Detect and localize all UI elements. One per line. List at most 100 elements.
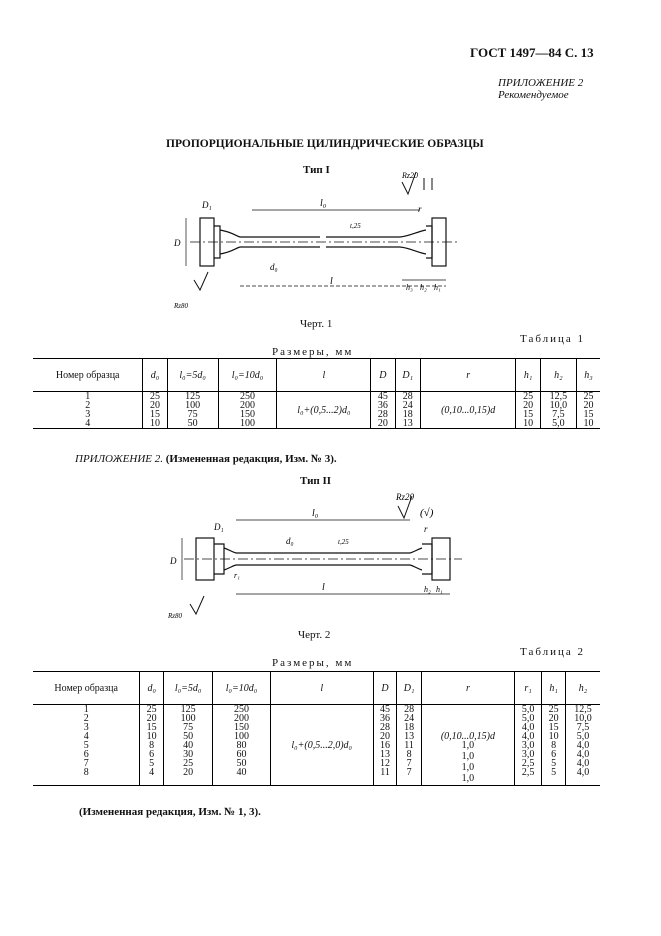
table2-header-5: D bbox=[372, 671, 397, 705]
table1-cell: 15 bbox=[150, 409, 161, 420]
d0-label-2: d₀ bbox=[286, 536, 294, 546]
table2-cell: 5 bbox=[551, 758, 557, 769]
table2-cell: 8 bbox=[551, 740, 557, 751]
table2-cell: 28 bbox=[380, 722, 391, 733]
d0-label: d₀ bbox=[270, 262, 278, 272]
table2-cell: 20 bbox=[146, 713, 157, 724]
table2-header-7: r bbox=[420, 671, 515, 705]
table2-header-2: l₀=5d₀ bbox=[162, 671, 213, 705]
table2-label: Таблица 2 bbox=[520, 646, 586, 658]
table2-cell: 12 bbox=[380, 758, 391, 769]
table2-cell: 7 bbox=[406, 767, 412, 778]
table1-cell: 50 bbox=[187, 418, 198, 429]
table1-cell: 250 bbox=[239, 391, 255, 402]
table1-cell: 10 bbox=[523, 418, 534, 429]
table1-cell: 2 bbox=[85, 400, 91, 411]
table2-cell: 4,0 bbox=[576, 740, 590, 751]
table2-cell: 50 bbox=[183, 731, 194, 742]
table2-header-10: h₂ bbox=[564, 671, 600, 705]
table2-cell: 15 bbox=[146, 722, 157, 733]
page-header: ГОСТ 1497—84 С. 13 bbox=[470, 45, 594, 60]
table1-cell: 75 bbox=[187, 409, 198, 420]
table1-cell: 10 bbox=[583, 418, 594, 429]
rz80-label-2: Rz80 bbox=[167, 612, 183, 620]
table2-r-value: 1,0 bbox=[461, 762, 475, 773]
table2-cell: 6 bbox=[551, 749, 557, 760]
table2-cell: 1 bbox=[83, 704, 89, 715]
table2-cell: 12,5 bbox=[574, 704, 592, 715]
table2-cell: 8 bbox=[83, 767, 89, 778]
table2-r-value: 1,0 bbox=[461, 740, 475, 751]
h2-label-2: h₂ bbox=[424, 585, 431, 594]
table1-label: Таблица 1 bbox=[520, 333, 586, 345]
table1-cell: 20 bbox=[583, 400, 594, 411]
section-title: ПРОПОРЦИОНАЛЬНЫЕ ЦИЛИНДРИЧЕСКИЕ ОБРАЗЦЫ bbox=[166, 138, 484, 150]
table2-cell: 20 bbox=[548, 713, 559, 724]
table1-cell: 25 bbox=[150, 391, 161, 402]
table2-cell: 20 bbox=[380, 731, 391, 742]
table1-header-9: h₂ bbox=[539, 358, 577, 392]
rz20-label-2: Rz20 bbox=[395, 492, 415, 502]
table2-cell: 15 bbox=[548, 722, 559, 733]
table2-cell: 28 bbox=[404, 704, 415, 715]
table2-cell: 5 bbox=[83, 740, 89, 751]
appendix-subtitle: Рекомендуемое bbox=[498, 89, 569, 101]
table1-cell: 10 bbox=[150, 418, 161, 429]
table1-l-formula: l₀+(0,5...2)d₀ bbox=[276, 391, 371, 429]
table1-cell: 18 bbox=[402, 409, 413, 420]
table2-cell: 25 bbox=[146, 704, 157, 715]
rz80-label: Rz80 bbox=[173, 302, 189, 310]
table1-cell: 15 bbox=[523, 409, 534, 420]
table1-cell: 28 bbox=[377, 409, 388, 420]
table2-cell: 100 bbox=[234, 731, 250, 742]
table1-cell: 20 bbox=[150, 400, 161, 411]
table2-header-3: l₀=10d₀ bbox=[212, 671, 271, 705]
table2-cell: 4 bbox=[149, 767, 155, 778]
l0-label-2: l₀ bbox=[312, 508, 319, 519]
table2-header-8: r₁ bbox=[513, 671, 542, 705]
table1-cell: 125 bbox=[185, 391, 201, 402]
table2-cell: 3,0 bbox=[521, 749, 535, 760]
table2-cell: 11 bbox=[404, 740, 414, 751]
d1-label: D₁ bbox=[201, 200, 212, 210]
table1-header-5: D bbox=[370, 358, 396, 392]
drawing2-specimen: D₁ D l₀ d₀ t,25 r₁ l h₂ h₁ r Rz20 (√) Rz… bbox=[167, 492, 462, 620]
table2-cell: 5,0 bbox=[521, 713, 535, 724]
table2-cell: 7 bbox=[83, 758, 89, 769]
table2-cell: 8 bbox=[406, 749, 412, 760]
table1-cell: 25 bbox=[583, 391, 594, 402]
table2-cell: 16 bbox=[380, 740, 391, 751]
table2-units: Размеры, мм bbox=[272, 657, 354, 669]
table1-cell: 15 bbox=[583, 409, 594, 420]
table2-cell: 6 bbox=[83, 749, 89, 760]
h2-label: h₂ bbox=[420, 283, 427, 292]
table1-cell: 200 bbox=[239, 400, 255, 411]
table1-cell: 3 bbox=[85, 409, 91, 420]
table1-l-formula-text: l₀+(0,5...2)d₀ bbox=[297, 404, 351, 416]
drawing1-caption: Черт. 1 bbox=[300, 318, 333, 330]
r-label: r bbox=[418, 204, 422, 214]
table2-cell: 8 bbox=[149, 740, 155, 751]
table2-cell: 40 bbox=[183, 740, 194, 751]
t-label: t,25 bbox=[350, 222, 361, 230]
table2-header-4: l bbox=[269, 671, 374, 705]
table2-cell: 4,0 bbox=[521, 731, 535, 742]
table1-cell: 20 bbox=[377, 418, 388, 429]
table1-r-formula: (0,10...0,15)d bbox=[419, 391, 516, 429]
table2-r-value: 1,0 bbox=[461, 773, 475, 784]
table2-cell: 45 bbox=[380, 704, 391, 715]
note2: (Измененная редакция, Изм. № 1, 3). bbox=[79, 806, 261, 818]
table1-cell: 10,0 bbox=[549, 400, 568, 411]
